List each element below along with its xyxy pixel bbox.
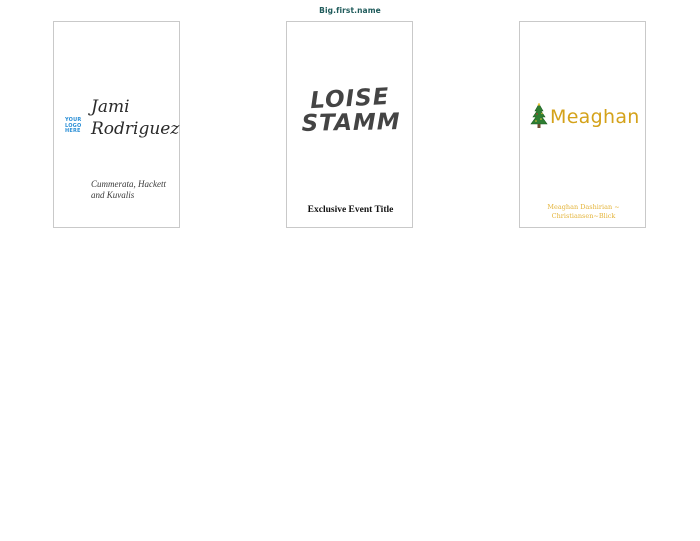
logo-text-line: YOUR bbox=[65, 117, 82, 123]
last-name: STAMM bbox=[301, 109, 401, 137]
company-line: and Kuvalis bbox=[91, 190, 135, 200]
attendee-name: Jami Rodriguez bbox=[91, 96, 179, 140]
badge-card-meaghan[interactable]: Meaghan Meaghan Dashirian ~ Christiansen… bbox=[519, 21, 646, 228]
company-line: Cummerata, Hackett bbox=[91, 179, 166, 189]
logo-text-line: HERE bbox=[65, 128, 81, 135]
company-name: Meaghan Dashirian ~ Christiansen~Blick bbox=[520, 203, 647, 220]
attendee-name: Meaghan bbox=[550, 106, 640, 128]
company-name: Cummerata, Hackett and Kuvalis bbox=[91, 179, 176, 201]
last-name: Rodriguez bbox=[91, 119, 180, 139]
christmas-tree-icon bbox=[530, 103, 548, 128]
page-title: Big.first.name bbox=[319, 6, 381, 15]
attendee-name: LOISE STAMM bbox=[286, 84, 415, 139]
company-line: Christiansen~Blick bbox=[551, 211, 616, 220]
badge-card-loise[interactable]: LOISE STAMM Exclusive Event Title bbox=[286, 21, 413, 228]
logo-placeholder: YOUR LOGO HERE bbox=[65, 117, 85, 135]
logo-text-line: LOGO bbox=[65, 122, 82, 129]
first-name: Jami bbox=[91, 97, 130, 117]
company-line: Meaghan Dashirian ~ bbox=[547, 203, 620, 211]
event-title: Exclusive Event Title bbox=[307, 205, 394, 215]
badge-card-jami[interactable]: YOUR LOGO HERE Jami Rodriguez Cummerata,… bbox=[53, 21, 180, 228]
